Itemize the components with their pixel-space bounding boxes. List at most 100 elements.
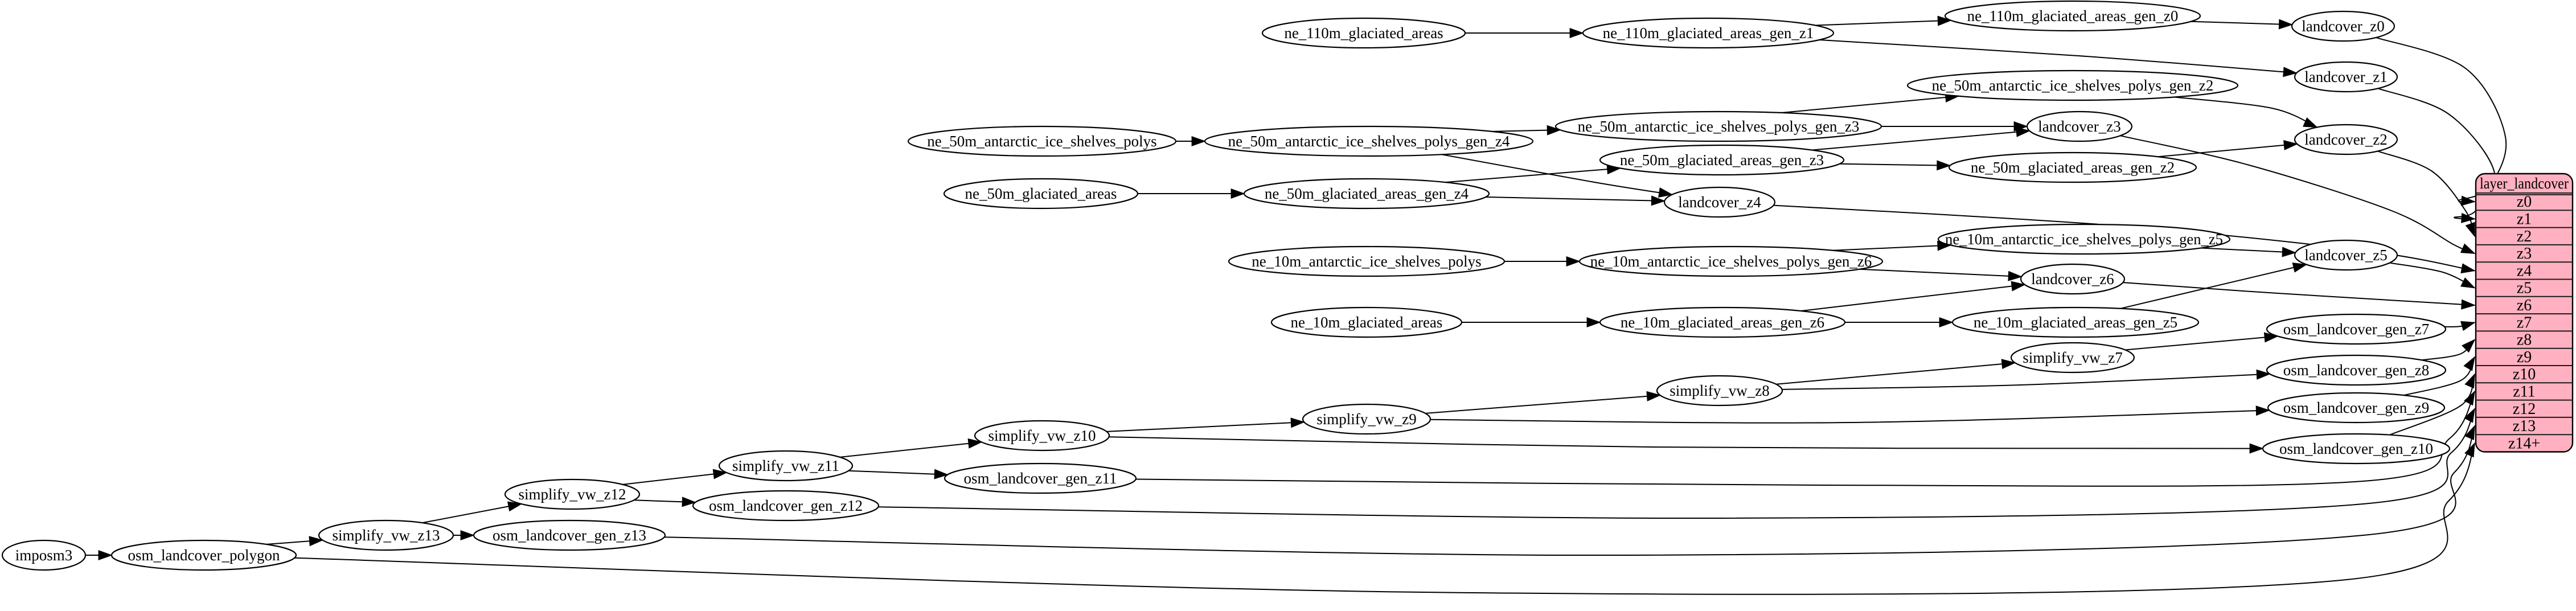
node-landcover_z1: landcover_z1 [2294,61,2398,93]
node-ellipse-ne_50m_antarctic_ice_shelves_polys_gen_z4 [1204,125,1534,157]
node-label: ne_50m_glaciated_areas_gen_z2 [1971,159,2175,176]
edge-ne_10m_glaciated_areas_gen_z6-to-landcover_z6 [1800,281,2026,312]
node-label: simplify_vw_z8 [1670,382,1770,399]
node-ellipse-osm_landcover_gen_z8 [2266,354,2447,386]
table-row-z3: z3 [2517,245,2532,263]
edge-osm_landcover_gen_z13-to-table-z13 [664,425,2475,556]
table-row-label: z9 [2517,348,2532,366]
table-row-label: z5 [2517,280,2532,297]
node-label: ne_10m_glaciated_areas_gen_z5 [1974,314,2177,331]
node-label: ne_50m_glaciated_areas_gen_z4 [1265,185,1469,202]
node-label: simplify_vw_z9 [1316,411,1417,428]
table-row-label: z3 [2517,245,2532,263]
table-row-z12: z12 [2513,400,2536,418]
edge-ne_50m_antarctic_ice_shelves_polys_gen_z2-to-landcover_z2 [2174,96,2318,128]
node-ellipse-landcover_z6 [2020,263,2126,295]
node-landcover_z2: landcover_z2 [2294,124,2398,155]
node-ellipse-ne_50m_antarctic_ice_shelves_polys_gen_z3 [1554,110,1882,142]
edge-simplify_vw_z9-to-simplify_vw_z8 [1425,391,1662,414]
node-ellipse-osm_landcover_gen_z13 [473,519,666,551]
node-ellipse-ne_10m_antarctic_ice_shelves_polys_gen_z6 [1578,245,1884,277]
table-row-label: z13 [2513,417,2536,435]
node-ellipse-ne_50m_glaciated_areas [943,178,1139,210]
node-ne_50m_glaciated_areas: ne_50m_glaciated_areas [943,178,1139,210]
node-label: osm_landcover_gen_z8 [2283,362,2429,379]
node-landcover_z5: landcover_z5 [2294,239,2398,271]
node-ne_50m_glaciated_areas_gen_z3: ne_50m_glaciated_areas_gen_z3 [1599,144,1845,176]
edge-ne_50m_antarctic_ice_shelves_polys_gen_z3-to-ne_50m_antarctic_ice_shelves_polys_gen_z2 [1781,92,1960,114]
node-label: simplify_vw_z11 [732,457,839,474]
node-label: ne_110m_glaciated_areas_gen_z0 [1967,7,2179,24]
edge-ne_50m_glaciated_areas_gen_z3-to-ne_50m_glaciated_areas_gen_z2 [1839,160,1951,171]
node-simplify_vw_z10: simplify_vw_z10 [974,420,1110,452]
table-row-z14+: z14+ [2508,434,2540,452]
node-ellipse-ne_50m_glaciated_areas_gen_z2 [1948,151,2197,183]
table-row-label: z10 [2513,366,2536,383]
node-label: osm_landcover_gen_z11 [964,470,1117,487]
edge-simplify_vw_z12-to-osm_landcover_gen_z12 [634,497,696,507]
node-label: landcover_z0 [2302,18,2384,35]
node-label: ne_50m_antarctic_ice_shelves_polys_gen_z… [1228,133,1510,150]
node-ne_110m_glaciated_areas_gen_z0: ne_110m_glaciated_areas_gen_z0 [1944,0,2201,32]
node-label: ne_50m_antarctic_ice_shelves_polys_gen_z… [1578,118,1860,135]
node-simplify_vw_z8: simplify_vw_z8 [1656,375,1783,407]
edge-osm_landcover_polygon-to-table-z14+ [294,442,2475,595]
edge-osm_landcover_polygon-to-simplify_vw_z13 [266,536,324,547]
table-row-label: z11 [2513,383,2535,400]
node-ellipse-ne_110m_glaciated_areas_gen_z0 [1944,0,2201,32]
table-row-z8: z8 [2517,331,2532,349]
table-row-z10: z10 [2513,366,2536,383]
edge-ne_10m_antarctic_ice_shelves_polys_gen_z6-to-ne_10m_antarctic_ice_shelves_polys_gen_z5 [1833,240,1952,251]
node-ellipse-simplify_vw_z7 [2010,342,2135,374]
node-label: ne_10m_antarctic_ice_shelves_polys_gen_z… [1590,253,1872,270]
node-ellipse-simplify_vw_z12 [504,478,641,510]
node-ne_10m_glaciated_areas_gen_z6: ne_10m_glaciated_areas_gen_z6 [1599,306,1846,338]
node-imposm3: imposm3 [1,539,87,571]
edge-osm_landcover_gen_z7-to-table-z7 [2444,321,2476,331]
table-row-label: z6 [2517,297,2532,314]
node-ne_10m_glaciated_areas_gen_z5: ne_10m_glaciated_areas_gen_z5 [1951,306,2200,338]
node-ellipse-ne_10m_glaciated_areas_gen_z6 [1599,306,1846,338]
table-row-z5: z5 [2517,280,2532,297]
node-simplify_vw_z12: simplify_vw_z12 [504,478,641,510]
node-simplify_vw_z11: simplify_vw_z11 [718,450,854,482]
edge-osm_landcover_gen_z9-to-table-z9 [2403,356,2475,396]
node-label: ne_110m_glaciated_areas_gen_z1 [1603,24,1814,42]
node-ne_50m_antarctic_ice_shelves_polys_gen_z4: ne_50m_antarctic_ice_shelves_polys_gen_z… [1204,125,1534,157]
node-label: osm_landcover_gen_z7 [2283,321,2429,338]
edge-osm_landcover_gen_z10-to-table-z10 [2389,373,2475,436]
edge-ne_110m_glaciated_areas_gen_z1-to-landcover_z1 [1819,39,2298,77]
node-ne_50m_antarctic_ice_shelves_polys_gen_z3: ne_50m_antarctic_ice_shelves_polys_gen_z… [1554,110,1882,142]
edge-osm_landcover_gen_z8-to-table-z8 [2421,339,2476,361]
node-label: osm_landcover_gen_z12 [709,497,863,514]
node-label: ne_50m_antarctic_ice_shelves_polys_gen_z… [1932,77,2214,94]
node-landcover_z0: landcover_z0 [2291,10,2395,42]
table-header: layer_landcover [2480,175,2569,192]
table-layer: layer_landcoverz0z1z2z3z4z5z6z7z8z9z10z1… [2475,173,2574,453]
edge-ne_50m_glaciated_areas_gen_z3-to-landcover_z3 [1812,126,2031,151]
table-row-label: z4 [2517,262,2532,280]
node-landcover_z6: landcover_z6 [2020,263,2126,295]
table-row-z7: z7 [2517,314,2532,331]
node-label: ne_10m_glaciated_areas [1291,314,1443,331]
node-simplify_vw_z9: simplify_vw_z9 [1302,403,1431,435]
node-osm_landcover_gen_z9: osm_landcover_gen_z9 [2267,392,2446,424]
table-row-z11: z11 [2513,383,2535,400]
edge-simplify_vw_z11-to-simplify_vw_z10 [839,438,983,458]
node-ne_10m_glaciated_areas: ne_10m_glaciated_areas [1270,306,1463,338]
table-row-z6: z6 [2517,297,2532,314]
node-ellipse-landcover_z4 [1663,186,1776,218]
table-row-z9: z9 [2517,348,2532,366]
node-ellipse-ne_10m_antarctic_ice_shelves_polys_gen_z5 [1937,223,2231,255]
node-ne_50m_glaciated_areas_gen_z4: ne_50m_glaciated_areas_gen_z4 [1243,178,1490,210]
edge-ne_50m_antarctic_ice_shelves_polys_gen_z4-to-landcover_z4 [1441,154,1673,198]
node-label: ne_110m_glaciated_areas [1284,24,1443,42]
node-label: ne_10m_glaciated_areas_gen_z6 [1621,314,1824,331]
node-label: landcover_z4 [1678,194,1761,211]
node-label: ne_50m_glaciated_areas_gen_z3 [1620,151,1824,169]
node-ne_50m_glaciated_areas_gen_z2: ne_50m_glaciated_areas_gen_z2 [1948,151,2197,183]
node-osm_landcover_gen_z11: osm_landcover_gen_z11 [944,462,1137,494]
edge-simplify_vw_z10-to-osm_landcover_gen_z10 [1109,436,2264,454]
node-ellipse-ne_50m_antarctic_ice_shelves_polys_gen_z2 [1906,69,2239,101]
edge-ne_110m_glaciated_areas_gen_z1-to-ne_110m_glaciated_areas_gen_z0 [1815,15,1952,26]
